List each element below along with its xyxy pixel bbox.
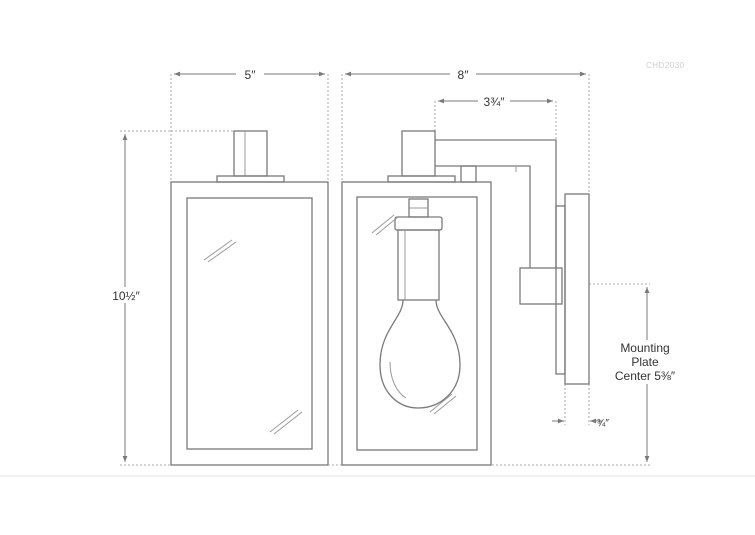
- socket-ring: [394, 216, 443, 231]
- side-glass-reflection-top: [371, 214, 399, 236]
- side-depth-label-bg: [450, 66, 476, 80]
- plate-offset-label: ¾″: [597, 418, 609, 429]
- height-label-bg: [105, 287, 149, 303]
- arm-connector: [460, 165, 477, 183]
- side-cap: [387, 175, 456, 183]
- front-width-label-bg: [236, 66, 264, 80]
- arm-outer: [435, 139, 557, 194]
- side-frame-outer: [341, 181, 492, 466]
- front-stem: [233, 130, 268, 177]
- arm-inner: [435, 165, 531, 268]
- arm-extension-label-bg: [478, 93, 510, 107]
- plate-label-bg: [608, 340, 686, 384]
- side-depth-label: 8″: [458, 68, 470, 82]
- front-view: 5″ 10½″: [105, 66, 329, 466]
- side-glass-reflection-bottom: [429, 393, 457, 415]
- bulb-highlight: [389, 361, 407, 399]
- front-width-label: 5″: [245, 68, 257, 82]
- height-label: 10½″: [112, 289, 140, 303]
- light-bulb: [379, 299, 461, 409]
- front-glass-reflection-top: [203, 239, 237, 263]
- side-glass-panel: [356, 196, 478, 451]
- front-glass-panel: [186, 197, 313, 450]
- side-stem: [401, 130, 436, 177]
- plate-label-line2: Plate: [631, 355, 659, 369]
- plate-label-line1: Mounting: [620, 341, 669, 355]
- plate-label-line3: Center 5⅜″: [615, 369, 676, 383]
- front-glass-reflection-bottom: [269, 409, 303, 435]
- front-cap: [216, 175, 285, 183]
- side-view: 8″ 3¾″ Mounting Plate Center 5⅜″ ¾″: [328, 66, 686, 466]
- arm-extension-label: 3¾″: [484, 95, 506, 109]
- wall-mounting-plate: [564, 193, 590, 385]
- front-frame-outer: [170, 181, 329, 466]
- plate-spacer: [555, 205, 566, 375]
- product-code-label: CHD2030: [646, 61, 685, 70]
- socket-body: [397, 229, 440, 301]
- arm-mount-block: [519, 267, 563, 305]
